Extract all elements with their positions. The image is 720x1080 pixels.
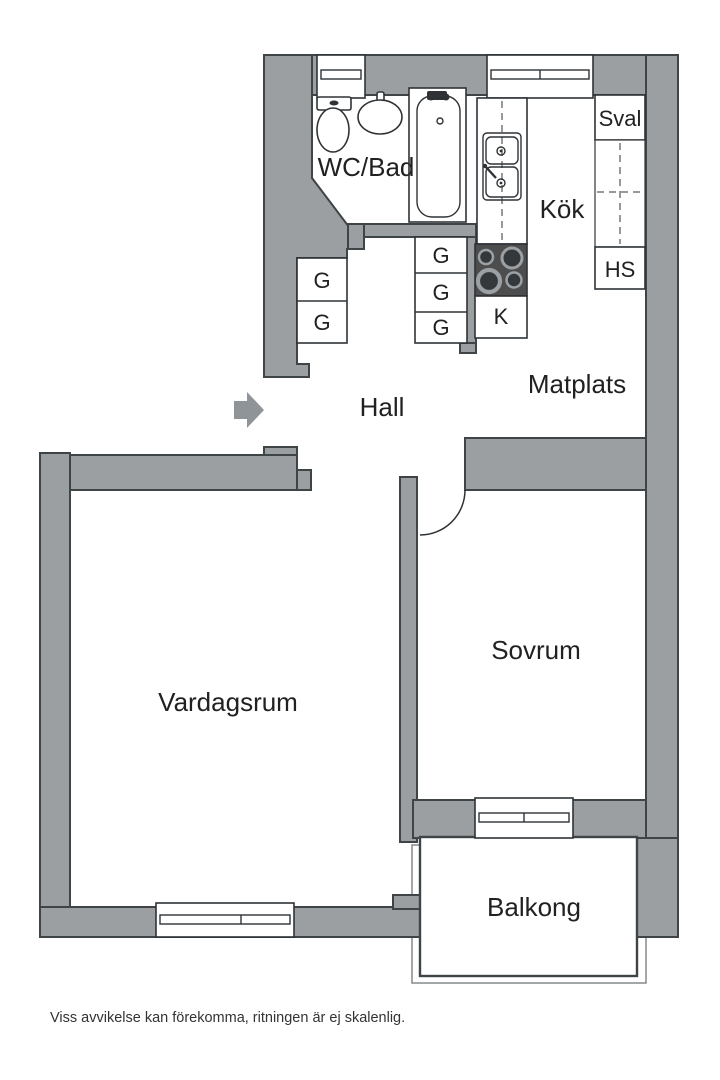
kitchen-sink-basin-top [485, 136, 519, 165]
room-label-matplats: Matplats [528, 369, 626, 399]
cabinet-hs-box [594, 246, 646, 290]
balcony-deck [418, 835, 639, 978]
room-label-kok: Kök [540, 194, 586, 224]
toilet-bowl [316, 107, 350, 153]
toilet-button [329, 100, 339, 106]
kitchen-sink-drain-top [496, 146, 506, 156]
cabinet-label-g-hall-2: G [313, 310, 330, 335]
cabinet-label-hs: HS [605, 257, 636, 282]
kitchen-sink-drain-top-dot [499, 149, 503, 153]
window-vardagsrum [155, 902, 295, 938]
wall-right [645, 54, 679, 938]
room-labels: WC/Bad Kök Matplats Hall Sovrum Vardagsr… [158, 152, 626, 922]
wall-bath-bottom [347, 223, 477, 238]
cabinet-label-g-hall-1: G [313, 268, 330, 293]
cabinet-mid-g-box [414, 236, 468, 344]
stove-burner-bottom-right [505, 271, 523, 289]
cabinet-label-g-mid-1: G [432, 243, 449, 268]
cabinet-label-g-mid-3: G [432, 315, 449, 340]
wall-vardagsrum-sovrum [399, 476, 418, 843]
kitchen-sink-basin-bottom [485, 166, 519, 198]
room-label-vardagsrum: Vardagsrum [158, 687, 298, 717]
kitchen-sink-drain-bottom [496, 178, 506, 188]
room-label-hall: Hall [360, 392, 405, 422]
cabinet-labels: Sval HS G G G G G K [313, 106, 641, 340]
window-wc-bad [316, 54, 366, 99]
window-vardagsrum-glazing [159, 914, 291, 925]
wall-right-of-balcony [636, 837, 679, 938]
cabinet-label-sval: Sval [599, 106, 642, 131]
wall-kitchen-strip-foot [459, 342, 477, 354]
bathtub-drain [436, 117, 444, 125]
room-label-balkong: Balkong [487, 892, 581, 922]
window-wc-bad-glazing [320, 69, 362, 80]
bathtub-niche [408, 87, 467, 223]
walls [39, 54, 679, 938]
cabinet-label-k: K [494, 304, 509, 329]
wall-balcony-step [392, 894, 422, 910]
bathroom-fixtures [316, 87, 467, 223]
wall-upper-left [263, 54, 365, 378]
wall-left [39, 452, 71, 938]
stove-burner-top-right [500, 246, 524, 270]
stove-burner-top-left [477, 248, 495, 266]
cabinet-label-g-mid-2: G [432, 280, 449, 305]
wall-bath-step [347, 223, 365, 250]
room-label-wc-bad: WC/Bad [318, 152, 415, 182]
windows [155, 54, 594, 938]
bathtub-tap-left [427, 93, 435, 101]
wall-hall-step [296, 469, 312, 491]
sovrum-door-arc [419, 489, 466, 536]
kitchen-sink-drain-bottom-dot [499, 181, 503, 185]
stove-burner-bottom-left [475, 267, 503, 295]
cabinets [296, 94, 646, 344]
kitchen-counter [476, 97, 528, 245]
bathtub-tap-right [442, 93, 450, 101]
wall-hall-vardagsrum [39, 454, 298, 491]
wall-matplats-sovrum [464, 437, 647, 491]
bathroom-sink [357, 99, 403, 135]
room-label-sovrum: Sovrum [491, 635, 581, 665]
kitchen-fixtures [474, 97, 528, 339]
disclaimer-text: Viss avvikelse kan förekomma, ritningen … [50, 1010, 405, 1026]
entrance-arrow-icon [234, 392, 264, 428]
cabinet-k-box [474, 295, 528, 339]
kitchen-sink-tap [484, 165, 497, 179]
